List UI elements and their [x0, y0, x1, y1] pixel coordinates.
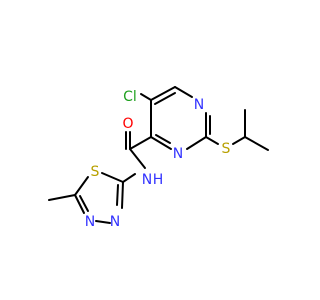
- bond: [129, 136, 152, 150]
- bond: [186, 136, 207, 150]
- atom-nitrogen-thiadiazole-left: N: [85, 214, 95, 230]
- atom-nitrogen-thiadiazole-right: N: [110, 214, 120, 230]
- bond: [174, 86, 193, 98]
- bond: [48, 194, 76, 201]
- bond: [101, 172, 124, 183]
- bond: [74, 194, 85, 214]
- bond: [205, 136, 219, 145]
- bond: [116, 184, 119, 206]
- bond: [79, 195, 89, 212]
- bond: [122, 173, 136, 183]
- atom-sulfur-thioether: S: [222, 141, 231, 157]
- atom-nitrogen-pyrimidine-top: N: [194, 97, 204, 113]
- bond: [95, 220, 111, 224]
- atom-layer: Cl O N N S N H S N N: [85, 89, 231, 230]
- bond: [129, 148, 146, 169]
- bond: [150, 86, 176, 101]
- bond: [244, 136, 269, 151]
- atom-oxygen: O: [122, 116, 133, 132]
- atom-hydrogen-amide: H: [153, 172, 164, 188]
- bond-layer: [48, 86, 269, 224]
- bond: [150, 136, 172, 150]
- bond: [121, 181, 124, 209]
- atom-nitrogen-amide: N: [142, 172, 152, 188]
- atom-nitrogen-pyrimidine-bottom: N: [173, 146, 183, 162]
- structure-svg: Cl O N N S N H S N N: [48, 86, 269, 230]
- atom-chlorine: Cl: [123, 89, 137, 105]
- bond: [154, 92, 176, 105]
- bond: [74, 176, 89, 196]
- bond: [140, 93, 152, 101]
- bond: [232, 136, 246, 145]
- atom-sulfur-ring: S: [91, 164, 100, 180]
- bond: [155, 134, 171, 144]
- molecule-diagram: Cl O N N S N H S N N: [48, 86, 269, 230]
